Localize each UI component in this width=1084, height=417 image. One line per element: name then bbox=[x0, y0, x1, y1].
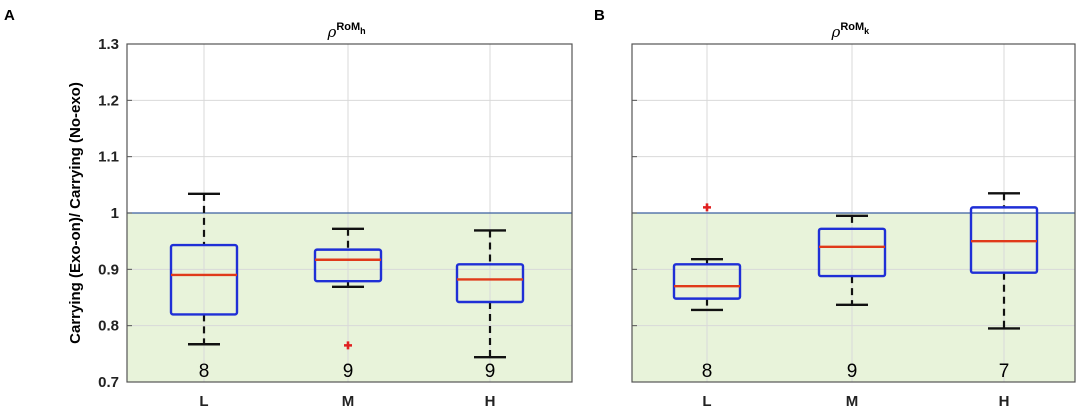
y-axis-label: Carrying (Exo-on)/ Carrying (No-exo) bbox=[67, 82, 84, 344]
outlier-marker bbox=[344, 341, 352, 350]
title-superscript: RoM bbox=[336, 21, 360, 33]
y-tick-label: 0.7 bbox=[98, 374, 119, 391]
y-tick-label: 1 bbox=[111, 205, 119, 222]
box-group-l: 8 bbox=[672, 203, 742, 382]
y-tick-label: 1.3 bbox=[98, 36, 119, 53]
y-tick-label: 1.1 bbox=[98, 149, 119, 166]
box-group-h: 9 bbox=[455, 229, 525, 382]
sample-count-label: 7 bbox=[999, 361, 1010, 382]
title-superscript: RoM bbox=[840, 21, 864, 33]
panel-letter: B bbox=[594, 7, 605, 24]
box-group-h: 7 bbox=[969, 192, 1039, 382]
x-tick-label: L bbox=[199, 393, 208, 410]
y-tick-label: 0.8 bbox=[98, 318, 119, 335]
panel-title: ρRoMh bbox=[327, 21, 366, 41]
iqr-box bbox=[672, 263, 742, 300]
iqr-box bbox=[169, 243, 239, 316]
title-symbol: ρ bbox=[831, 23, 841, 41]
box-group-m: 9 bbox=[313, 227, 383, 382]
x-tick-label: L bbox=[702, 393, 711, 410]
sample-count-label: 9 bbox=[847, 361, 858, 382]
box-group-l: 8 bbox=[169, 192, 239, 382]
title-subscript: k bbox=[864, 26, 870, 36]
shaded-region bbox=[127, 213, 572, 382]
panel-title: ρRoMk bbox=[831, 21, 871, 41]
y-tick-label: 1.2 bbox=[98, 92, 119, 109]
sample-count-label: 9 bbox=[343, 361, 354, 382]
title-symbol: ρ bbox=[327, 23, 337, 41]
title-subscript: h bbox=[360, 26, 366, 36]
iqr-box bbox=[817, 227, 887, 278]
iqr-box bbox=[455, 263, 525, 304]
y-tick-label: 0.9 bbox=[98, 261, 119, 278]
x-tick-label: H bbox=[999, 393, 1010, 410]
sample-count-label: 8 bbox=[199, 361, 210, 382]
iqr-box bbox=[313, 248, 383, 283]
x-tick-label: H bbox=[485, 393, 496, 410]
x-tick-label: M bbox=[846, 393, 859, 410]
outlier-marker bbox=[703, 203, 711, 212]
x-tick-label: M bbox=[342, 393, 355, 410]
sample-count-label: 8 bbox=[702, 361, 713, 382]
box-group-m: 9 bbox=[817, 214, 887, 382]
panel-letter: A bbox=[4, 7, 15, 24]
sample-count-label: 9 bbox=[485, 361, 496, 382]
